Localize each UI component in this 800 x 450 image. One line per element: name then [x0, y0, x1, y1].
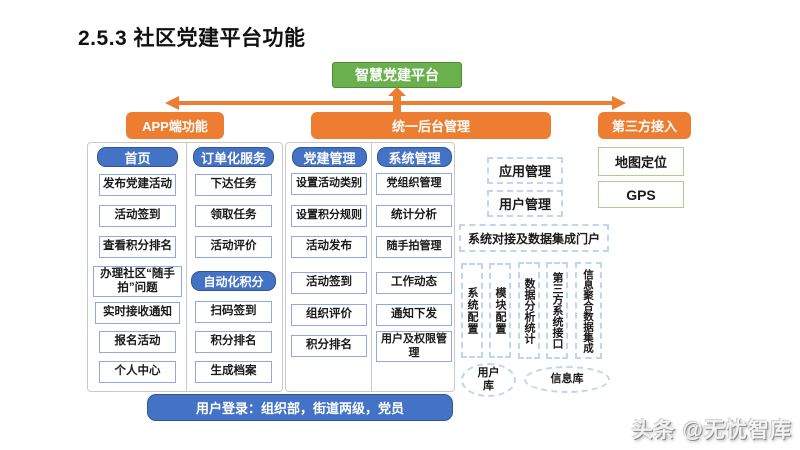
list-item: 办理社区“随手拍”问题 [93, 266, 182, 297]
list-item: 用户及权限管理 [376, 331, 452, 362]
list-item: 活动签到 [99, 205, 176, 227]
third-party-gps: GPS [598, 181, 684, 208]
column-header-system-mgmt: 系统管理 [377, 147, 452, 167]
list-item: 设置积分规则 [291, 205, 367, 227]
list-item: 活动签到 [291, 272, 367, 294]
column-header-party-mgmt: 党建管理 [292, 147, 367, 167]
list-item: 积分排名 [195, 331, 272, 353]
list-item: 查看积分排名 [99, 236, 176, 258]
page-title: 2.5.3 社区党建平台功能 [78, 27, 306, 50]
integration-module: 信息聚合数据集成 [575, 262, 602, 359]
list-item: 工作动态 [376, 272, 452, 294]
list-item: 报名活动 [99, 331, 176, 353]
app-group-divider [186, 142, 187, 392]
list-item: 统计分析 [376, 205, 452, 227]
arrowhead-left-icon [165, 96, 179, 110]
database-label: 用户库 [477, 367, 500, 392]
list-item: 通知下发 [376, 304, 452, 326]
database-ellipse: 信息库 [524, 366, 610, 393]
integration-module: 模块配置 [489, 263, 511, 358]
list-item: 组织评价 [291, 304, 367, 326]
list-item: 党组织管理 [376, 173, 452, 195]
column-header-home: 首页 [97, 147, 178, 167]
column-header-order-service: 订单化服务 [193, 147, 274, 167]
list-item: 设置活动类别 [291, 173, 367, 195]
platform-node: 智慧党建平台 [332, 62, 462, 88]
branch-backend: 统一后台管理 [311, 112, 551, 139]
integration-user-mgmt: 用户管理 [487, 190, 563, 217]
list-item: 实时接收通知 [95, 302, 180, 324]
arrowhead-right-icon [612, 96, 626, 110]
branch-app: APP端功能 [126, 112, 224, 139]
list-item: 活动评价 [195, 236, 272, 258]
list-item: 发布党建活动 [99, 174, 176, 196]
list-item: 生成档案 [195, 361, 272, 383]
list-item: 活动发布 [291, 236, 367, 258]
list-item: 领取任务 [195, 205, 272, 227]
integration-app-mgmt: 应用管理 [487, 157, 563, 184]
list-item: 个人中心 [99, 361, 176, 383]
list-item: 积分排名 [291, 335, 367, 357]
integration-module: 数据分析统计 [518, 262, 540, 359]
backend-group-divider [371, 142, 372, 392]
list-item: 随手拍管理 [376, 236, 452, 258]
integration-portal: 系统对接及数据集成门户 [459, 224, 609, 252]
integration-module: 第三方系统接口 [546, 262, 568, 359]
integration-module: 系统配置 [461, 263, 483, 358]
branch-third-party: 第三方接入 [598, 112, 691, 139]
arrowhead-up-icon [388, 87, 406, 96]
vertical-connector [393, 95, 401, 115]
database-label: 信息库 [550, 373, 584, 386]
third-party-map: 地图定位 [598, 147, 684, 176]
list-item: 下达任务 [195, 174, 272, 196]
column-header-auto-points: 自动化积分 [191, 271, 276, 291]
watermark: 头条 @无忧智库 [631, 419, 792, 442]
login-bar: 用户登录：组织部，街道两级，党员 [147, 394, 453, 421]
list-item: 扫码签到 [195, 301, 272, 323]
database-ellipse: 用户库 [461, 363, 516, 397]
